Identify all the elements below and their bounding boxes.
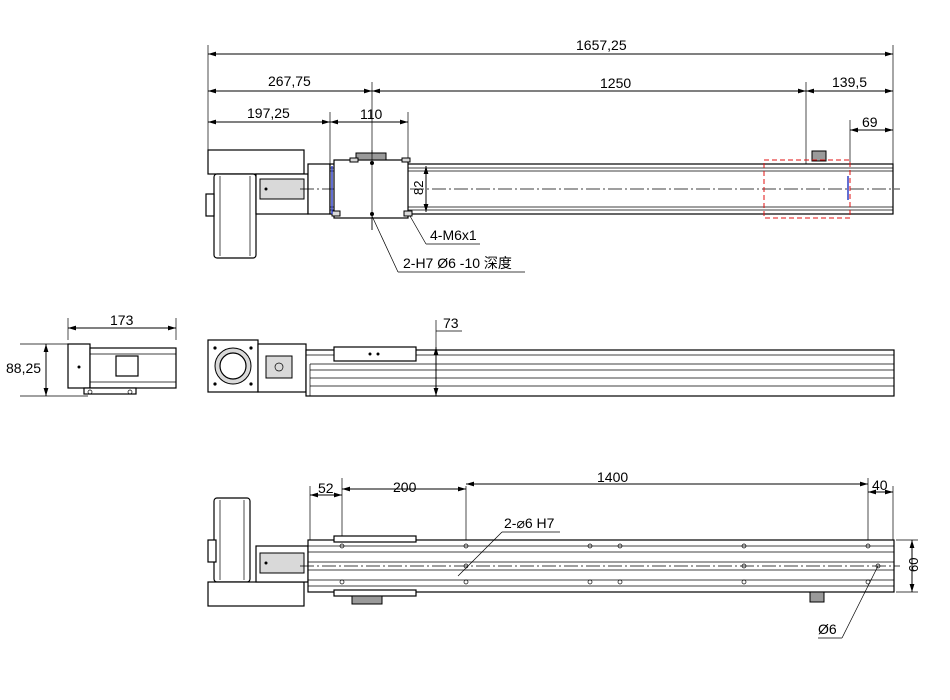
dim-width: 173 bbox=[110, 312, 134, 328]
mounting-holes bbox=[339, 543, 881, 585]
side-view: 73 bbox=[207, 315, 895, 397]
hole-callout-bottom: Ø6 bbox=[818, 621, 837, 637]
top-view: 1657,25 267,75 1250 139,5 197,25 110 69 bbox=[205, 37, 900, 273]
end-view: 173 88,25 bbox=[6, 312, 177, 397]
carriage-side bbox=[333, 346, 417, 362]
dim-end-offset: 139,5 bbox=[832, 74, 867, 90]
dim-end-gap: 69 bbox=[862, 114, 878, 130]
dim-carriage-width: 82 bbox=[411, 181, 426, 195]
dim-height: 88,25 bbox=[6, 360, 41, 376]
dim-60: 60 bbox=[906, 558, 921, 572]
motor-cap bbox=[207, 149, 305, 175]
pin-callout-bottom: 2-⌀6 H7 bbox=[504, 515, 555, 531]
dim-overall-length: 1657,25 bbox=[576, 37, 627, 53]
end-sensor bbox=[811, 150, 827, 162]
stroke-end-box bbox=[763, 159, 851, 219]
dim-40: 40 bbox=[872, 477, 888, 493]
dim-1400: 1400 bbox=[597, 469, 628, 485]
dim-carriage-edge: 197,25 bbox=[247, 105, 290, 121]
carriage-sensor bbox=[355, 152, 387, 161]
dim-200: 200 bbox=[393, 479, 417, 495]
bottom-view: 52 200 1400 40 bbox=[207, 469, 921, 639]
thread-callout: 4-M6x1 bbox=[430, 227, 477, 243]
dim-carriage-height: 73 bbox=[443, 315, 459, 331]
dim-52: 52 bbox=[318, 480, 334, 496]
carriage-bottom bbox=[333, 535, 417, 543]
motor-bottom bbox=[213, 497, 251, 583]
pin-callout: 2-H7 Ø6 -10 深度 bbox=[403, 255, 512, 271]
dim-carriage-length: 110 bbox=[360, 106, 383, 122]
carriage-top bbox=[333, 159, 409, 219]
dim-stroke: 1250 bbox=[600, 75, 631, 91]
dim-motor-offset: 267,75 bbox=[268, 73, 311, 89]
